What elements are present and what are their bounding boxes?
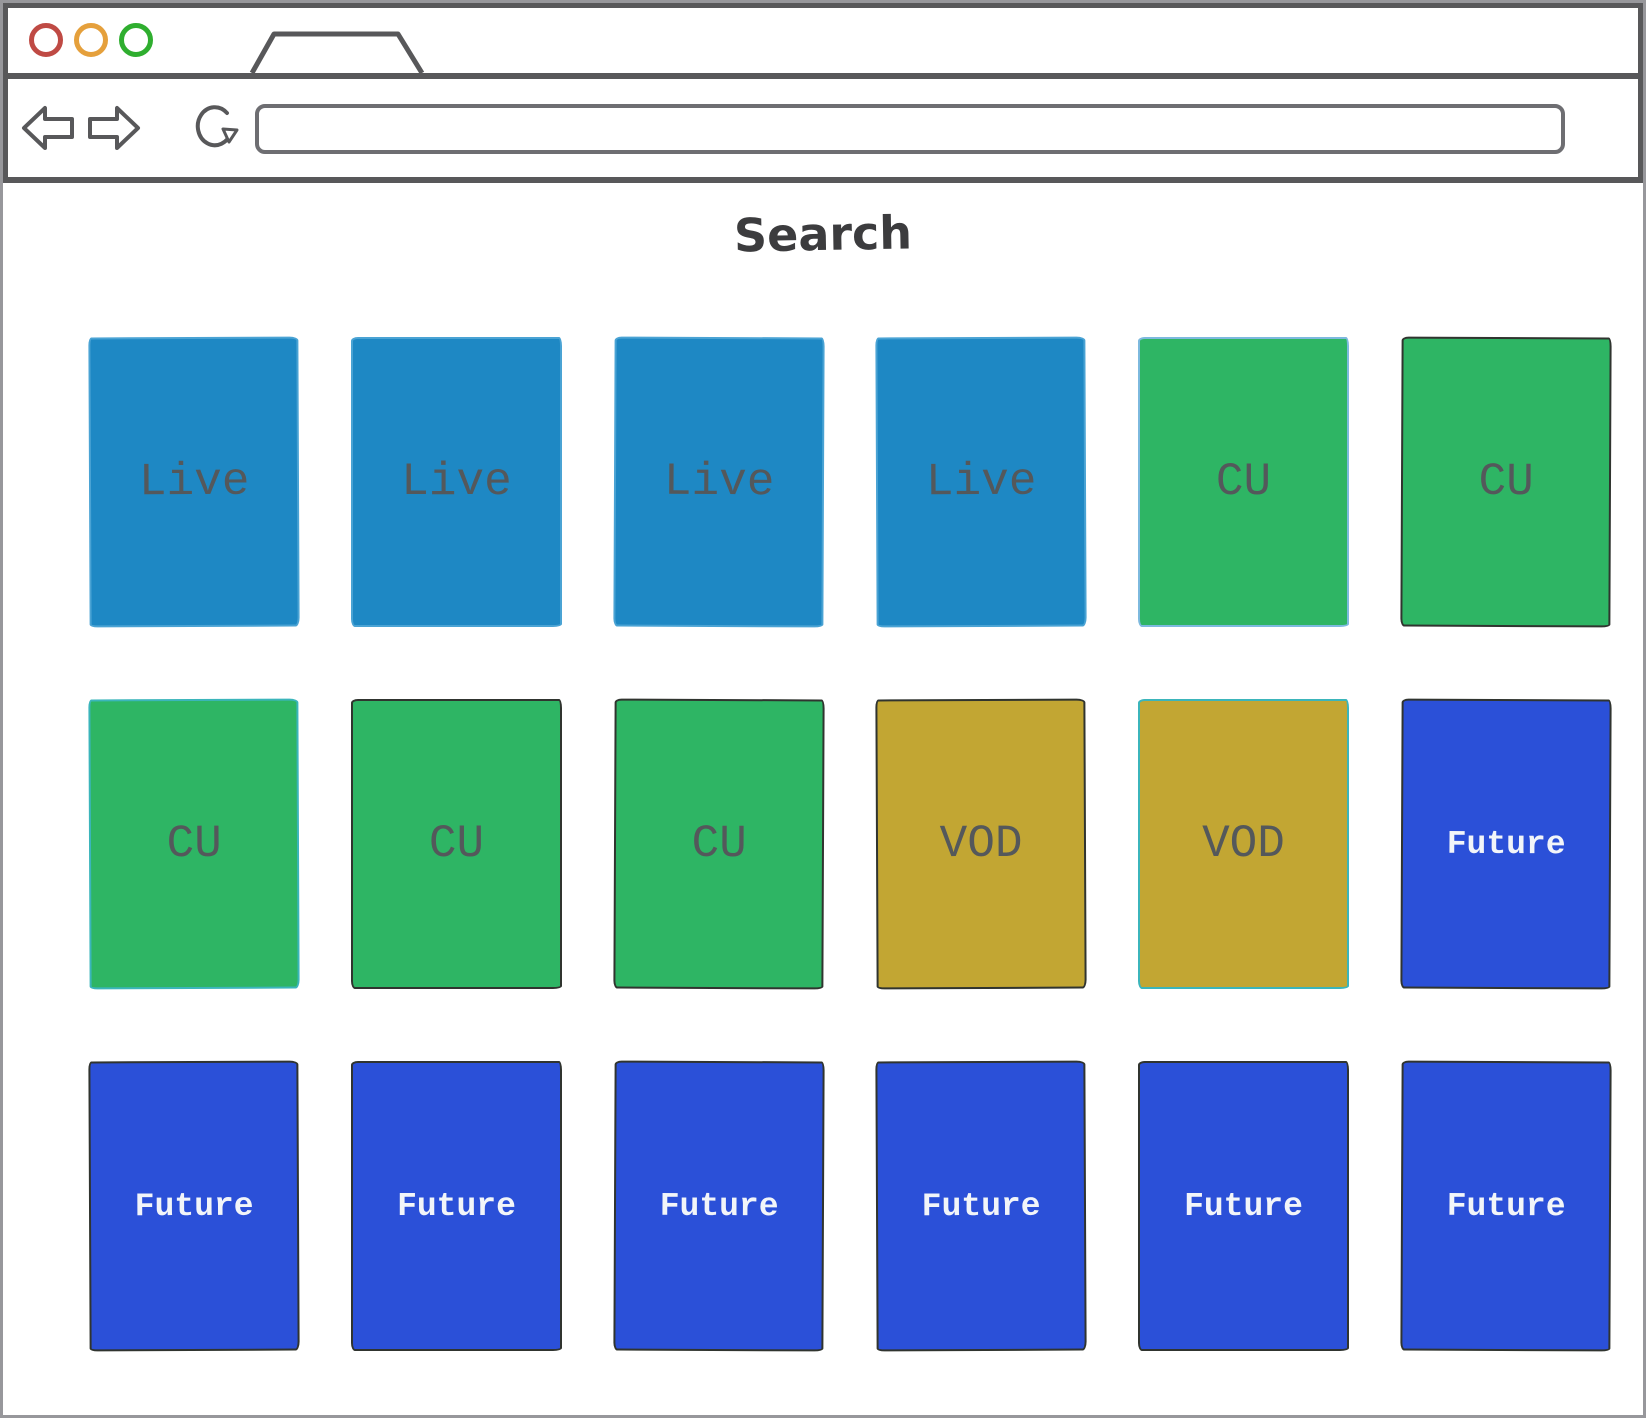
result-card-live[interactable]: Live [88, 336, 300, 628]
browser-chrome [3, 3, 1643, 183]
card-label: CU [1215, 456, 1272, 508]
title-bar [3, 3, 1643, 79]
card-label: Future [921, 1187, 1041, 1225]
result-card-vod[interactable]: VOD [875, 698, 1087, 990]
card-label: Future [1446, 1187, 1566, 1225]
card-label: VOD [1202, 818, 1285, 870]
page-title: Search [733, 205, 913, 263]
card-label: Live [925, 455, 1037, 509]
browser-tab[interactable] [249, 31, 425, 73]
card-label: Live [663, 455, 775, 509]
navigation-toolbar [3, 79, 1643, 183]
card-label: Live [401, 456, 512, 508]
url-input[interactable] [255, 104, 1565, 154]
reload-button[interactable] [191, 101, 241, 158]
back-button[interactable] [21, 104, 75, 155]
result-card-cu[interactable]: CU [1138, 337, 1349, 627]
result-card-future[interactable]: Future [1400, 698, 1612, 990]
card-label: CU [166, 817, 222, 871]
result-card-cu[interactable]: CU [351, 699, 562, 989]
result-card-vod[interactable]: VOD [1138, 699, 1349, 989]
card-label: Future [397, 1187, 516, 1225]
result-card-future[interactable]: Future [1138, 1061, 1349, 1351]
card-label: Future [1184, 1187, 1303, 1225]
result-card-live[interactable]: Live [613, 336, 825, 628]
card-label: Future [134, 1187, 254, 1225]
minimize-window-icon[interactable] [74, 23, 108, 57]
result-card-future[interactable]: Future [351, 1061, 562, 1351]
reload-icon [195, 104, 239, 147]
card-label: CU [428, 818, 485, 870]
zoom-window-icon[interactable] [119, 23, 153, 57]
forward-arrow-icon [88, 105, 140, 150]
result-card-cu[interactable]: CU [613, 698, 825, 990]
result-card-live[interactable]: Live [351, 337, 562, 627]
result-card-future[interactable]: Future [613, 1060, 825, 1352]
traffic-lights [29, 23, 153, 57]
forward-button[interactable] [87, 104, 141, 155]
close-window-icon[interactable] [29, 23, 63, 57]
result-card-cu[interactable]: CU [88, 698, 300, 990]
card-label: VOD [939, 817, 1023, 871]
result-card-future[interactable]: Future [88, 1060, 300, 1352]
card-label: Live [138, 455, 250, 509]
card-label: Future [1446, 825, 1566, 863]
result-card-future[interactable]: Future [875, 1060, 1087, 1352]
card-label: CU [1478, 455, 1534, 509]
card-label: Future [659, 1187, 779, 1225]
card-label: CU [691, 817, 747, 871]
result-card-live[interactable]: Live [875, 336, 1087, 628]
result-card-cu[interactable]: CU [1400, 336, 1612, 628]
back-arrow-icon [22, 105, 74, 150]
result-card-future[interactable]: Future [1400, 1060, 1612, 1352]
